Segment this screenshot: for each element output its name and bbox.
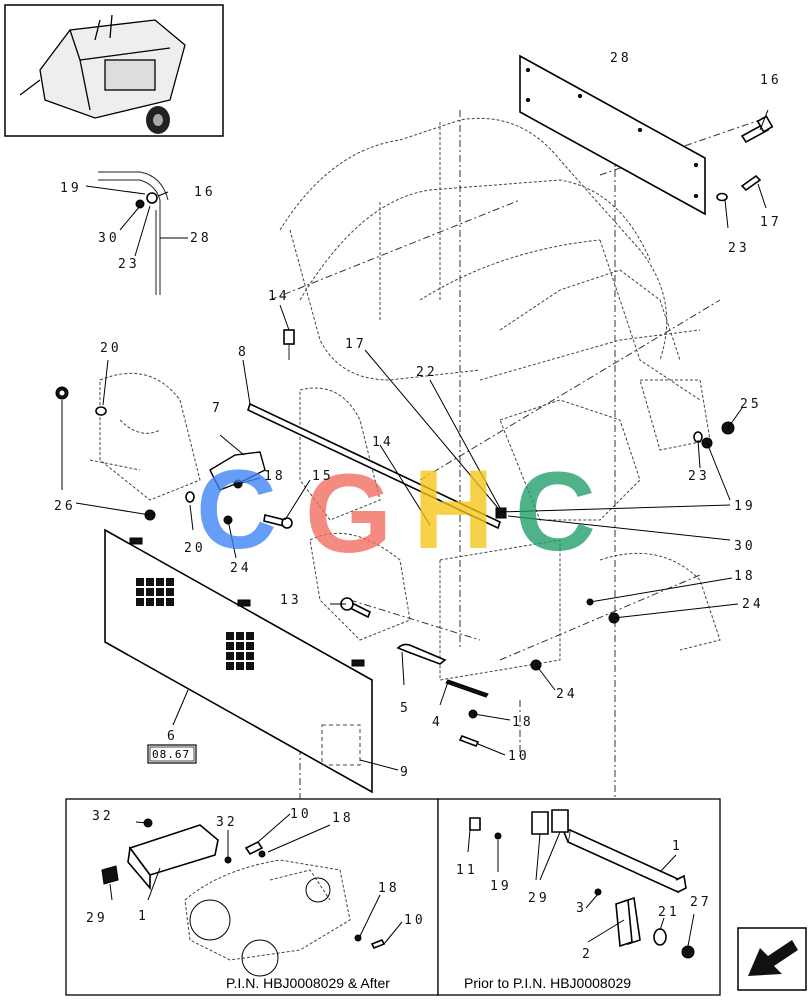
- inset-left-caption: P.I.N. HBJ0008029 & After: [226, 975, 390, 991]
- callout-10: 10: [404, 913, 426, 928]
- watermark: C G H C: [196, 447, 596, 576]
- callout-18: 18: [264, 469, 286, 484]
- washer-20-upper: [95, 406, 107, 416]
- clip-22: [495, 507, 507, 519]
- callout-25: 25: [740, 397, 762, 412]
- callout-23: 23: [118, 257, 140, 272]
- watermark-letter-h: H: [413, 447, 494, 572]
- callout-8: 8: [238, 345, 249, 360]
- callout-2: 2: [582, 947, 593, 962]
- vent-grid-left: [136, 578, 174, 606]
- callout-23: 23: [728, 241, 750, 256]
- callout-13: 13: [280, 593, 302, 608]
- washer-20-lower: [185, 491, 195, 503]
- callout-22: 22: [416, 365, 438, 380]
- callout-20: 20: [184, 541, 206, 556]
- watermark-letter-g: G: [305, 451, 392, 576]
- inset-right: Prior to P.I.N. HBJ0008029: [437, 798, 721, 996]
- callout-26: 26: [54, 499, 76, 514]
- watermark-letter-c2: C: [515, 449, 596, 574]
- nut-26: [55, 386, 69, 400]
- callout-27: 27: [690, 895, 712, 910]
- callout-14: 14: [268, 289, 290, 304]
- callout-16: 16: [194, 185, 216, 200]
- callout-labels: 28 16 17 23 19 16 30 23 28 14 20 8 17 22…: [54, 51, 782, 962]
- callout-29: 29: [86, 911, 108, 926]
- callout-20: 20: [100, 341, 122, 356]
- callout-7: 7: [212, 401, 223, 416]
- callout-24: 24: [230, 561, 252, 576]
- bolt-14-upper: [283, 329, 295, 360]
- washer-23-top: [716, 192, 728, 202]
- watermark-letter-c1: C: [196, 447, 277, 572]
- bolt-13: [340, 597, 372, 619]
- callout-1: 1: [138, 909, 149, 924]
- callout-17: 17: [760, 215, 782, 230]
- callout-24: 24: [556, 687, 578, 702]
- callout-30: 30: [734, 539, 756, 554]
- callout-30: 30: [98, 231, 120, 246]
- callout-11: 11: [456, 863, 478, 878]
- callout-21: 21: [658, 905, 680, 920]
- callout-29: 29: [528, 891, 550, 906]
- next-page-arrow-icon[interactable]: [737, 927, 807, 991]
- callout-16: 16: [760, 73, 782, 88]
- callout-18: 18: [332, 811, 354, 826]
- callout-3: 3: [576, 901, 587, 916]
- callout-6: 6: [167, 729, 178, 744]
- bolt-10-lower: [458, 734, 480, 748]
- page-reference-text: 08.67: [152, 748, 190, 761]
- vent-grid-right: [226, 632, 254, 670]
- strip-4: [445, 679, 489, 698]
- rod-8: [247, 402, 501, 530]
- callout-10: 10: [508, 749, 530, 764]
- callout-18: 18: [734, 569, 756, 584]
- callout-19: 19: [490, 879, 512, 894]
- callout-9: 9: [400, 765, 411, 780]
- shield-panel-28: [519, 54, 706, 216]
- callout-23: 23: [688, 469, 710, 484]
- callout-32: 32: [92, 809, 114, 824]
- leader-lines: [61, 109, 769, 771]
- callout-10: 10: [290, 807, 312, 822]
- callout-1: 1: [672, 839, 683, 854]
- detail-view-bracket: [98, 171, 169, 295]
- bolt-15: [263, 514, 293, 529]
- bracket-7: [209, 451, 266, 491]
- callout-24: 24: [742, 597, 764, 612]
- callout-28: 28: [190, 231, 212, 246]
- callout-18: 18: [512, 715, 534, 730]
- inset-right-caption: Prior to P.I.N. HBJ0008029: [464, 975, 631, 991]
- callout-4: 4: [432, 715, 443, 730]
- decal-9: [321, 724, 361, 766]
- bolt-17-top: [740, 174, 762, 192]
- callout-17: 17: [345, 337, 367, 352]
- callout-19: 19: [60, 181, 82, 196]
- callout-18: 18: [378, 881, 400, 896]
- cover-5: [396, 643, 447, 665]
- bolt-16-top: [740, 115, 774, 144]
- callout-28: 28: [610, 51, 632, 66]
- callout-15: 15: [312, 469, 334, 484]
- callout-5: 5: [400, 701, 411, 716]
- page-reference-box[interactable]: 08.67: [147, 744, 197, 764]
- callout-19: 19: [734, 499, 756, 514]
- machine-thumbnail: [4, 4, 224, 137]
- callout-14: 14: [372, 435, 394, 450]
- callout-32: 32: [216, 815, 238, 830]
- inset-left: P.I.N. HBJ0008029 & After: [65, 798, 439, 996]
